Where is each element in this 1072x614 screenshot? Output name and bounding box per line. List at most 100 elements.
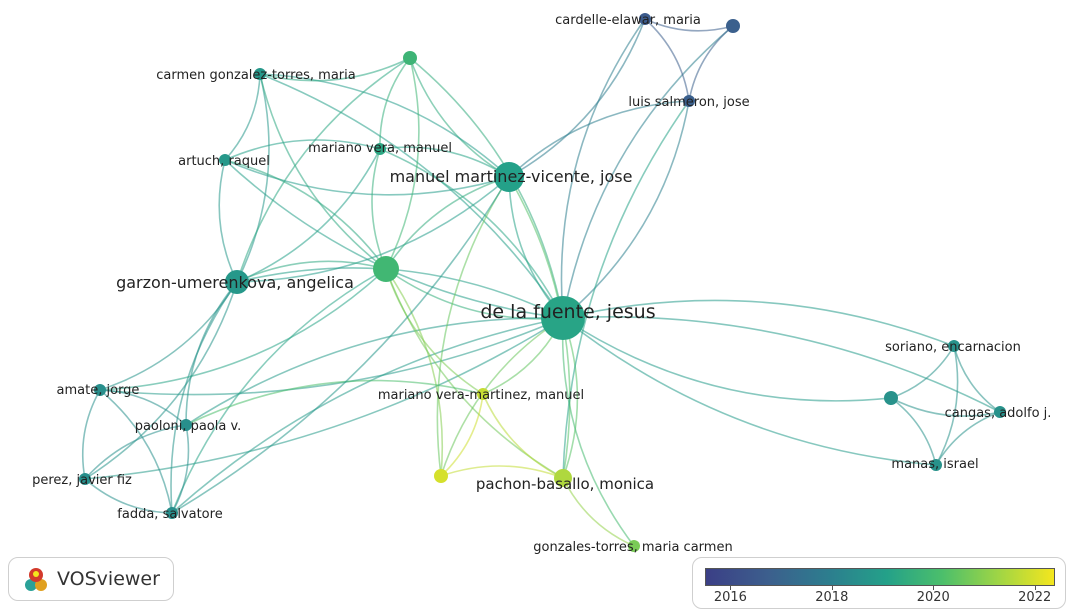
link-de_la_fuente-soriano [562,299,955,347]
link-de_la_fuente-martinez_vicente [508,176,564,319]
link-martinez_vicente-salmeron [508,100,690,178]
node-garzon[interactable] [225,270,249,294]
link-salmeron-pachon [562,100,690,479]
link-garzon-mariano_vera [236,148,381,283]
link-soriano-cangas [953,345,1001,413]
vosviewer-logo[interactable]: VOSviewer [8,557,174,601]
node-soriano[interactable] [948,340,960,352]
link-paoloni-perez [84,424,187,480]
node-center[interactable] [373,256,399,282]
link-amate-paoloni [99,389,187,426]
node-label-perez[interactable]: perez, javier fiz [32,473,132,488]
link-martinez_vicente-mariano_vera [379,146,510,178]
link-paoloni-mv_martinez [185,379,484,426]
node-label-salmeron[interactable]: luis salmeron, jose [628,95,749,110]
node-fadda[interactable] [166,507,178,519]
legend-tick-label: 2018 [815,590,849,605]
link-perez-fadda [84,478,173,514]
link-center-top_node [385,57,420,270]
link-garzon-amate [99,281,238,391]
link-pachon-gonzales_torres [562,477,635,547]
link-de_la_fuente-carmen_gt [259,73,564,319]
link-martinez_vicente-top_node [409,57,510,178]
node-pachon[interactable] [554,469,572,487]
vosviewer-logo-icon [25,568,47,591]
link-de_la_fuente-salmeron [562,100,690,319]
color-scale-bar [705,568,1055,586]
legend-tick-label: 2022 [1018,590,1052,605]
link-martinez_vicente-cardelle [508,18,646,178]
node-label-garzon[interactable]: garzon-umerenkova, angelica [116,273,354,292]
node-mariano_vera[interactable] [374,143,386,155]
link-martinez_vicente-center [385,176,510,270]
node-label-mv_martinez[interactable]: mariano vera-martinez, manuel [378,388,584,403]
link-garzon-fadda [170,281,238,514]
links-layer [81,18,1001,547]
link-de_la_fuente-amate [99,317,564,396]
link-martinez_vicente-yellow [436,176,510,477]
link-soriano-right_mid [890,345,955,399]
link-de_la_fuente-center [385,268,564,320]
link-de_la_fuente-garzon [236,267,564,319]
link-cardelle-salmeron [644,18,690,102]
node-cangas[interactable] [994,406,1006,418]
node-perez[interactable] [79,473,91,485]
node-label-cangas[interactable]: cangas, adolfo j. [945,406,1052,421]
node-label-fadda[interactable]: fadda, salvatore [117,507,222,522]
link-right_mid-cangas [890,397,1001,417]
node-artuch[interactable] [219,154,231,166]
link-martinez_vicente-carmen_gt [259,73,510,178]
link-amate-fadda [99,389,173,514]
link-salmeron-right_top [688,25,734,102]
node-label-soriano[interactable]: soriano, encarnacion [885,340,1021,355]
node-label-mariano_vera[interactable]: mariano vera, manuel [308,141,452,156]
node-paoloni[interactable] [180,419,192,431]
node-top_node[interactable] [403,51,417,65]
node-label-artuch[interactable]: artuch, raquel [178,154,270,169]
node-label-carmen_gt[interactable]: carmen gonzalez-torres, maria [156,68,355,83]
link-cardelle-right_top [644,18,734,32]
node-label-paoloni[interactable]: paoloni, paola v. [135,419,242,434]
link-mv_martinez-yellow [440,393,484,477]
link-de_la_fuente-paoloni [185,317,564,426]
link-de_la_fuente-right_top [562,25,734,319]
link-garzon-carmen_gt [236,73,270,283]
link-soriano-manas [935,345,959,466]
legend-tick-label: 2016 [713,590,747,605]
node-de_la_fuente[interactable] [541,296,585,340]
node-cardelle[interactable] [639,13,651,25]
legend-tick-mark [933,585,935,590]
link-martinez_vicente-garzon [236,176,510,283]
node-amate[interactable] [94,384,106,396]
node-label-martinez_vicente[interactable]: manuel martinez-vicente, jose [390,167,633,186]
node-manas[interactable] [930,459,942,471]
node-carmen_gt[interactable] [254,68,266,80]
node-label-gonzales_torres[interactable]: gonzales-torres, maria carmen [533,540,732,555]
link-center-amate [99,268,387,391]
node-martinez_vicente[interactable] [494,162,524,192]
node-label-cardelle[interactable]: cardelle-elawar, maria [555,13,701,28]
vosviewer-logo-text: VOSviewer [57,568,160,590]
link-de_la_fuente-yellow [440,317,564,477]
node-label-pachon[interactable]: pachon-basallo, monica [476,475,654,493]
link-de_la_fuente-cardelle [560,18,646,319]
link-carmen_gt-artuch [224,73,261,161]
node-label-de_la_fuente[interactable]: de la fuente, jesus [480,301,655,323]
node-salmeron[interactable] [683,95,695,107]
link-fadda-martinez_vicente [171,176,510,514]
legend-tick-mark [730,585,732,590]
node-right_mid[interactable] [884,391,898,405]
labels-layer: de la fuente, jesus manuel martinez-vicen… [32,13,1051,555]
node-yellow[interactable] [434,469,448,483]
node-mv_martinez[interactable] [477,388,489,400]
node-label-manas[interactable]: manas, israel [891,457,978,472]
node-label-amate[interactable]: amate, jorge [57,383,140,398]
link-de_la_fuente-fadda [171,317,564,514]
node-right_top[interactable] [726,19,740,33]
link-garzon-artuch [218,159,238,283]
node-gonzales_torres[interactable] [628,540,640,552]
link-paoloni-fadda [171,424,190,514]
link-right_mid-manas [890,397,937,466]
